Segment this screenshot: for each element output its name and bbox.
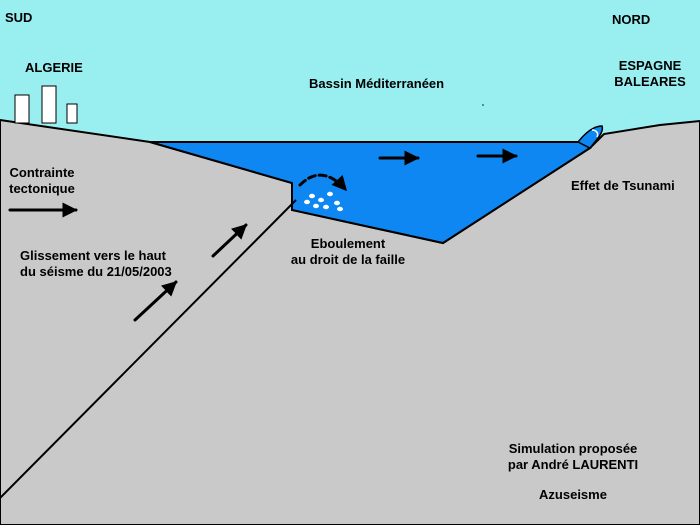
debris-particle <box>337 206 343 212</box>
label-landslide-block: Eboulement au droit de la faille <box>268 236 428 268</box>
debris-particle <box>334 200 340 206</box>
debris-particle <box>313 203 319 209</box>
slip-arrow-lower <box>133 280 178 322</box>
label-slide-line2: du séisme du 21/05/2003 <box>20 264 172 279</box>
debris-particle <box>309 193 315 199</box>
label-baleares: BALEARES <box>614 74 686 89</box>
credit-line1: Simulation proposée <box>508 441 638 456</box>
building-3 <box>66 103 78 124</box>
credit-line2: par André LAURENTI <box>507 457 639 472</box>
debris-particle <box>318 197 324 203</box>
debris-particle <box>327 191 333 197</box>
label-stress-line1: Contrainte <box>9 165 75 180</box>
credit-line3: Azuseisme <box>539 487 607 502</box>
label-algeria: ALGERIE <box>25 60 83 75</box>
wave-foam <box>591 129 599 138</box>
building-2 <box>41 85 57 124</box>
label-basin: Bassin Méditerranéen <box>309 76 445 91</box>
label-spain-block: ESPAGNE BALEARES <box>605 58 695 90</box>
landslide-debris <box>304 191 343 212</box>
fault-line <box>0 199 297 499</box>
label-stress-line2: tectonique <box>9 181 75 196</box>
label-slide-line1: Glissement vers le haut <box>20 248 166 263</box>
debris-particle <box>304 199 310 205</box>
debris-particle <box>323 204 329 210</box>
label-south: SUD <box>5 10 33 25</box>
credit-block: Simulation proposée par André LAURENTI A… <box>498 441 648 503</box>
sky-speck <box>482 104 484 106</box>
landslide-arrow <box>298 173 348 192</box>
slip-arrow-upper <box>211 223 248 258</box>
label-slide-block: Glissement vers le haut du séisme du 21/… <box>20 248 172 280</box>
label-landslide-line2: au droit de la faille <box>290 252 406 267</box>
building-1 <box>14 94 30 124</box>
label-landslide-line1: Eboulement <box>310 236 386 251</box>
label-north: NORD <box>612 12 651 27</box>
label-stress-block: Contrainte tectonique <box>0 165 84 197</box>
label-spain: ESPAGNE <box>618 58 682 73</box>
algeria-buildings <box>14 85 78 124</box>
label-tsunami: Effet de Tsunami <box>571 178 675 193</box>
